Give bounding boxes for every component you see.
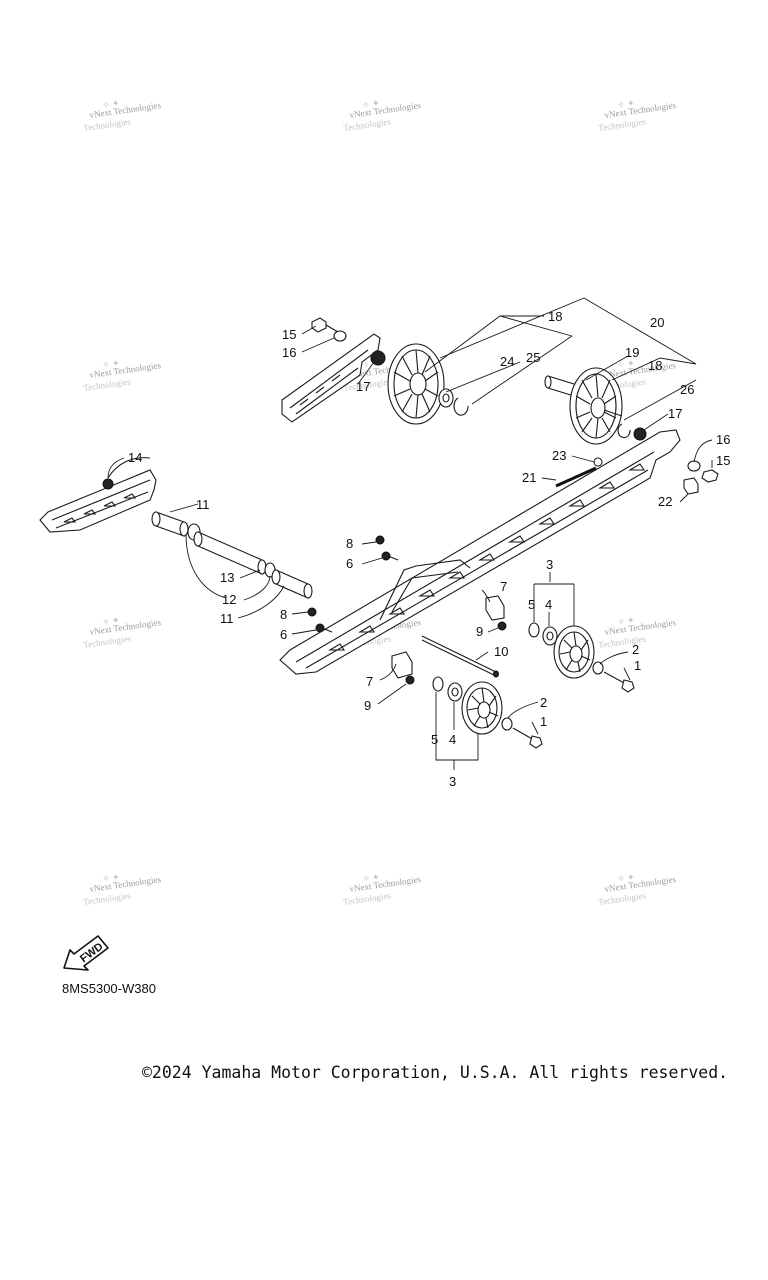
slide-rail-left (39, 457, 157, 533)
nut-23 (593, 457, 603, 467)
callout-labels: 18 20 19 18 24 25 26 15 16 17 17 16 15 2… (128, 309, 730, 789)
upper-rear-arm (281, 333, 381, 423)
callout-7-lower: 7 (366, 674, 373, 689)
callout-25: 25 (526, 350, 540, 365)
bearing-17-upper (370, 350, 386, 366)
svg-text:✧ ✦: ✧ ✦ (102, 872, 121, 884)
nut-14 (102, 478, 114, 490)
bearing-4-lower (447, 682, 463, 702)
callout-20: 20 (650, 315, 664, 330)
callout-2-lower: 2 (540, 695, 547, 710)
idler-wheel-left-large (387, 343, 445, 425)
callout-4-lower: 4 (449, 732, 456, 747)
nut-8-upper (375, 535, 385, 545)
callout-8-lower: 8 (280, 607, 287, 622)
slide-rail-right (279, 429, 681, 675)
svg-text:✧ ✦: ✧ ✦ (102, 358, 121, 370)
callout-10: 10 (494, 644, 508, 659)
bolt-1-upper (603, 671, 635, 693)
callout-1-upper: 1 (634, 658, 641, 673)
adjuster-bolt-21 (555, 466, 597, 488)
svg-text:✧ ✦: ✧ ✦ (102, 615, 121, 627)
svg-text:✧ ✦: ✧ ✦ (362, 872, 381, 884)
callout-19: 19 (625, 345, 639, 360)
nut-9-upper (497, 621, 507, 631)
callout-8-upper: 8 (346, 536, 353, 551)
svg-text:✧ ✦: ✧ ✦ (617, 872, 636, 884)
callout-17-upper: 17 (356, 379, 370, 394)
callout-16-upper: 16 (282, 345, 296, 360)
wheel-3-upper (553, 625, 595, 679)
callout-9-upper: 9 (476, 624, 483, 639)
washer-16-right (687, 460, 701, 472)
svg-text:✧ ✦: ✧ ✦ (617, 615, 636, 627)
bracket-7-upper (485, 595, 505, 621)
callout-17-right: 17 (668, 406, 682, 421)
bolt-15-right (701, 469, 719, 483)
callout-13: 13 (220, 570, 234, 585)
nut-8-lower (307, 607, 317, 617)
circlip-26 (617, 423, 631, 439)
callout-5-lower: 5 (431, 732, 438, 747)
callout-3-lower: 3 (449, 774, 456, 789)
circlip-5-lower (432, 676, 444, 692)
callout-5-upper: 5 (528, 597, 535, 612)
cross-shaft-11-lower (271, 569, 313, 599)
callout-26: 26 (680, 382, 694, 397)
bracket-7-lower (391, 651, 413, 679)
callout-11-upper: 11 (196, 497, 210, 512)
callout-6-lower: 6 (280, 627, 287, 642)
wheel-shaft-10 (421, 635, 499, 678)
bolt-6-lower (315, 623, 333, 633)
callout-21: 21 (522, 470, 536, 485)
forward-arrow-icon: FWD (63, 935, 109, 971)
callout-12: 12 (222, 592, 236, 607)
callout-18-right: 18 (648, 358, 662, 373)
callout-16-right: 16 (716, 432, 730, 447)
callout-15-right: 15 (716, 453, 730, 468)
cross-shaft-11-upper (151, 511, 189, 537)
bearing-24 (438, 388, 454, 408)
circlip-25 (453, 397, 469, 416)
idler-wheel-right-large (569, 367, 623, 445)
leader-lines (107, 297, 713, 770)
callout-11-lower: 11 (220, 611, 234, 626)
wheel-3-lower (461, 681, 503, 735)
svg-text:✧ ✦: ✧ ✦ (102, 98, 121, 110)
callout-23: 23 (552, 448, 566, 463)
collar-2-upper (592, 661, 604, 675)
washer-16-upper (333, 330, 347, 342)
cap-22 (683, 477, 699, 495)
callout-4-upper: 4 (545, 597, 552, 612)
callout-18-top: 18 (548, 309, 562, 324)
cross-shaft-13 (193, 531, 267, 575)
callout-7-upper: 7 (500, 579, 507, 594)
bolt-1-lower (512, 727, 543, 749)
callout-15-upper: 15 (282, 327, 296, 342)
callout-14: 14 (128, 450, 142, 465)
callout-2-upper: 2 (632, 642, 639, 657)
callout-3-upper: 3 (546, 557, 553, 572)
circlip-5-upper (528, 622, 540, 638)
diagram-code: 8MS5300-W380 (62, 981, 156, 996)
callout-9-lower: 9 (364, 698, 371, 713)
bearing-17-right (633, 427, 647, 441)
svg-text:✧ ✦: ✧ ✦ (617, 98, 636, 110)
nut-9-lower (405, 675, 415, 685)
bolt-6-upper (381, 551, 399, 561)
bolt-15-upper (311, 317, 339, 333)
bearing-4-upper (542, 626, 558, 646)
callout-24: 24 (500, 354, 514, 369)
svg-text:✧ ✦: ✧ ✦ (362, 98, 381, 110)
copyright-notice: ©2024 Yamaha Motor Corporation, U.S.A. A… (142, 1063, 729, 1082)
callout-6-upper: 6 (346, 556, 353, 571)
svg-text:✧ ✦: ✧ ✦ (617, 358, 636, 370)
callout-1-lower: 1 (540, 714, 547, 729)
collar-2-lower (501, 717, 513, 731)
callout-22: 22 (658, 494, 672, 509)
